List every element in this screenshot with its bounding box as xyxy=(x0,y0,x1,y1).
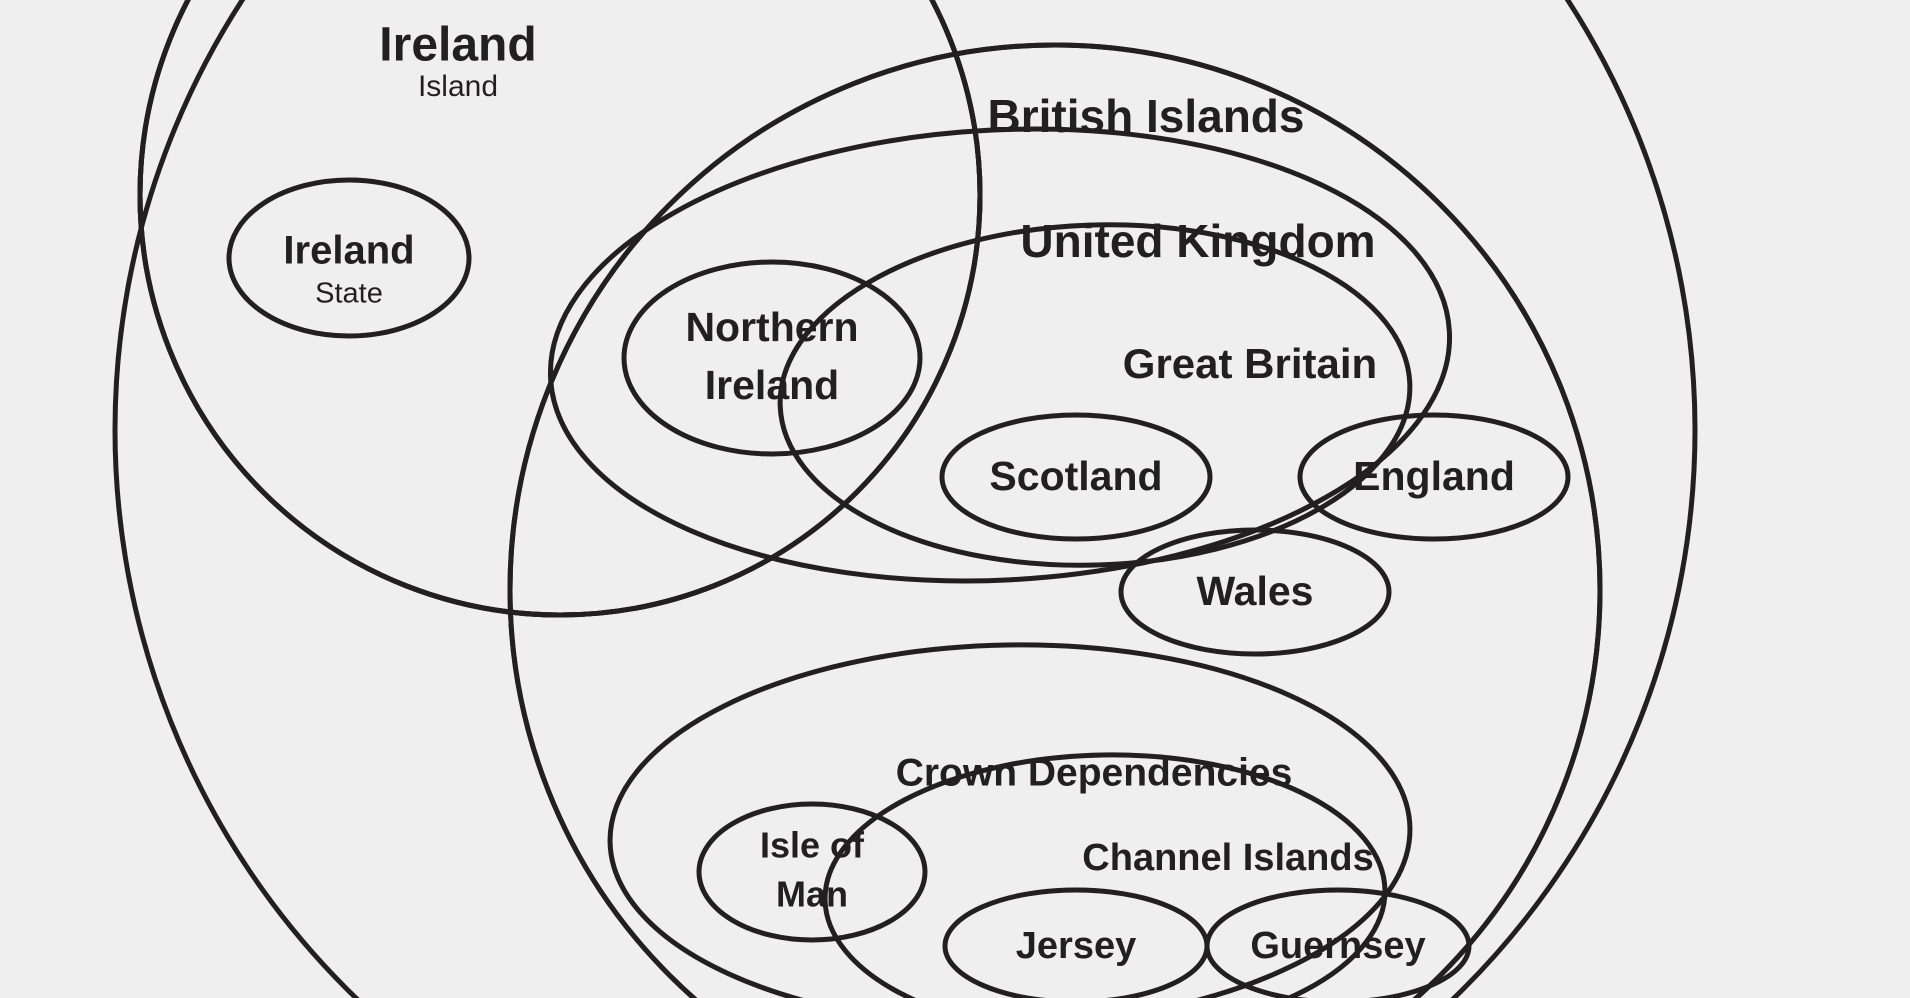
region-channel-islands xyxy=(822,752,1388,998)
channel-islands-label: Channel Islands xyxy=(1082,837,1373,879)
guernsey-ellipse xyxy=(1204,887,1472,998)
region-british-isles xyxy=(112,0,1698,998)
northern-ireland-label-line2: Ireland xyxy=(705,362,839,408)
british-islands-label: British Islands xyxy=(988,90,1305,142)
node-isle-of-man: Isle of Man xyxy=(696,801,928,943)
node-northern-ireland: Northern Ireland xyxy=(621,259,923,457)
ireland-state-ellipse xyxy=(226,177,472,339)
ireland-state-sublabel: State xyxy=(315,278,383,310)
wales-ellipse xyxy=(1118,527,1392,657)
united-kingdom-label: United Kingdom xyxy=(1020,215,1375,267)
node-england: England xyxy=(1297,412,1571,542)
crown-dependencies-label: Crown Dependencies xyxy=(896,751,1293,794)
region-great-britain xyxy=(777,222,1413,568)
british-islands-outline-over-uk xyxy=(507,42,1603,998)
wales-label: Wales xyxy=(1197,568,1314,614)
england-label: England xyxy=(1353,453,1515,499)
crown-dependencies-outline xyxy=(607,642,1413,998)
isle-of-man-label-line2: Man xyxy=(776,874,848,915)
great-britain-outline xyxy=(777,222,1413,568)
guernsey-label: Guernsey xyxy=(1250,925,1425,967)
northern-ireland-label-line1: Northern xyxy=(685,304,858,350)
region-crown-dependencies xyxy=(607,642,1413,998)
ireland-island-outline-over-uk xyxy=(137,0,983,618)
british-isles-outline xyxy=(112,0,1698,998)
isle-of-man-label-line1: Isle of xyxy=(760,825,865,866)
northern-ireland-ellipse xyxy=(621,259,923,457)
ireland-state-label: Ireland xyxy=(283,229,414,273)
scotland-ellipse xyxy=(939,412,1213,542)
node-scotland: Scotland xyxy=(939,412,1213,542)
node-guernsey: Guernsey xyxy=(1204,887,1472,998)
node-wales: Wales xyxy=(1118,527,1392,657)
scotland-label: Scotland xyxy=(989,453,1162,499)
jersey-label: Jersey xyxy=(1016,925,1136,967)
isle-of-man-ellipse xyxy=(696,801,928,943)
ireland-island-sublabel: Island xyxy=(418,70,498,103)
ireland-island-label: Ireland xyxy=(379,19,536,72)
channel-islands-outline xyxy=(822,752,1388,998)
england-ellipse xyxy=(1297,412,1571,542)
great-britain-label: Great Britain xyxy=(1123,340,1377,387)
node-ireland-state: Ireland State xyxy=(226,177,472,339)
